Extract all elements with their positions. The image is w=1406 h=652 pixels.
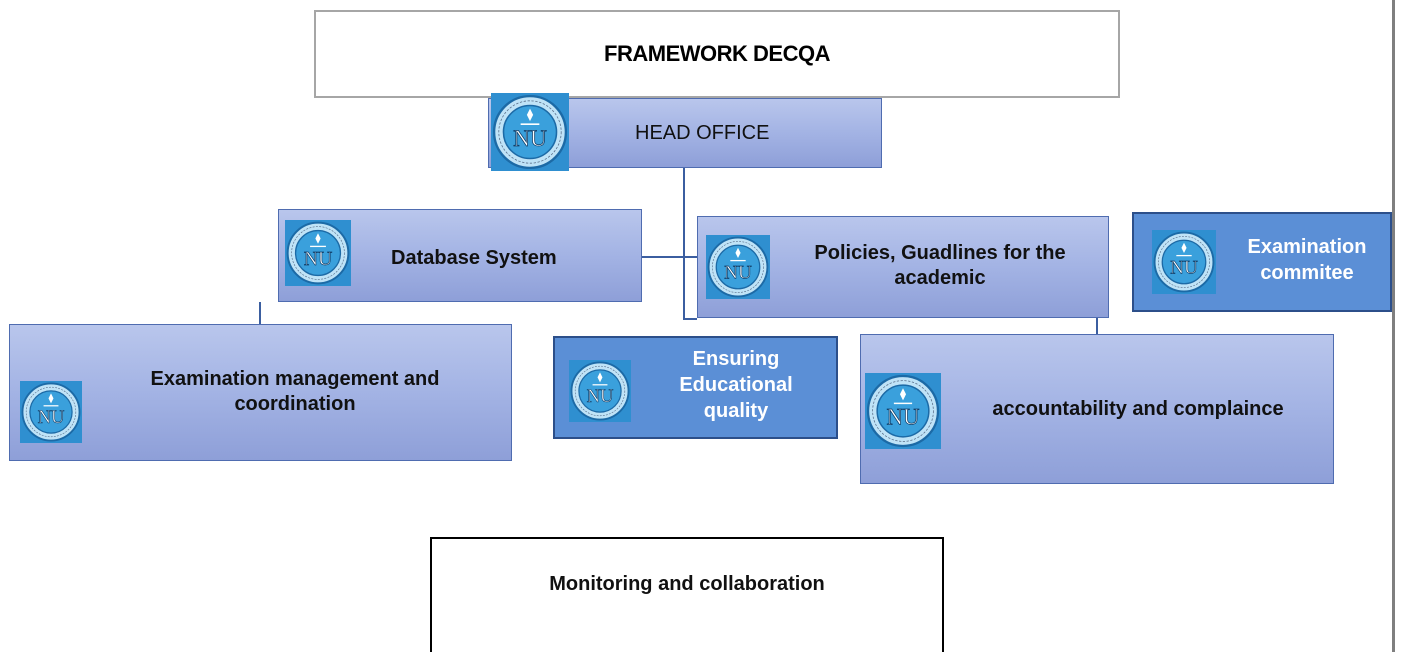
node-accountability: accountability and complaince [860, 334, 1334, 484]
connector-trunk-to-quality [683, 318, 697, 320]
nu-logo-icon [285, 218, 351, 288]
quality-label-line3: quality [703, 400, 769, 422]
policies-label-line2: academic [894, 267, 986, 289]
connector-head-to-policies [683, 256, 697, 258]
diagram-title: FRAMEWORK DECQA [314, 10, 1120, 98]
connector-database-down [259, 302, 261, 324]
node-policies: Policies, Guadlines for the academic [697, 216, 1109, 318]
nu-logo-icon [865, 371, 941, 451]
quality-label-line1: Ensuring [692, 348, 780, 370]
monitoring-label: Monitoring and collaboration [549, 573, 825, 595]
page-right-border [1392, 0, 1395, 652]
database-label: Database System [391, 247, 557, 269]
exam-mgmt-label-line1: Examination management and [150, 368, 440, 390]
node-examination-management: Examination management and coordination [9, 324, 512, 461]
exam-mgmt-label-line2: coordination [234, 393, 356, 415]
node-database-system: Database System [278, 209, 642, 302]
nu-logo-icon [706, 225, 770, 309]
head-office-label: HEAD OFFICE [635, 122, 770, 144]
node-educational-quality: Ensuring Educational quality [553, 336, 838, 439]
connector-policies-down [1096, 318, 1098, 334]
committee-label-line1: Examination [1247, 236, 1367, 258]
accountability-label: accountability and complaince [992, 398, 1284, 420]
node-head-office: HEAD OFFICE [488, 98, 882, 168]
nu-logo-icon [569, 350, 631, 432]
nu-logo-icon [483, 93, 577, 171]
connector-head-to-database [642, 256, 684, 258]
node-examination-committee: Examination commitee [1132, 212, 1392, 312]
nu-logo-icon [20, 371, 82, 453]
quality-label-line2: Educational [679, 374, 793, 396]
node-monitoring-collaboration: Monitoring and collaboration [430, 537, 944, 652]
nu-logo-icon [1152, 222, 1216, 302]
committee-label-line2: commitee [1260, 262, 1354, 284]
policies-label-line1: Policies, Guadlines for the [814, 242, 1066, 264]
connector-head-trunk [683, 168, 685, 320]
